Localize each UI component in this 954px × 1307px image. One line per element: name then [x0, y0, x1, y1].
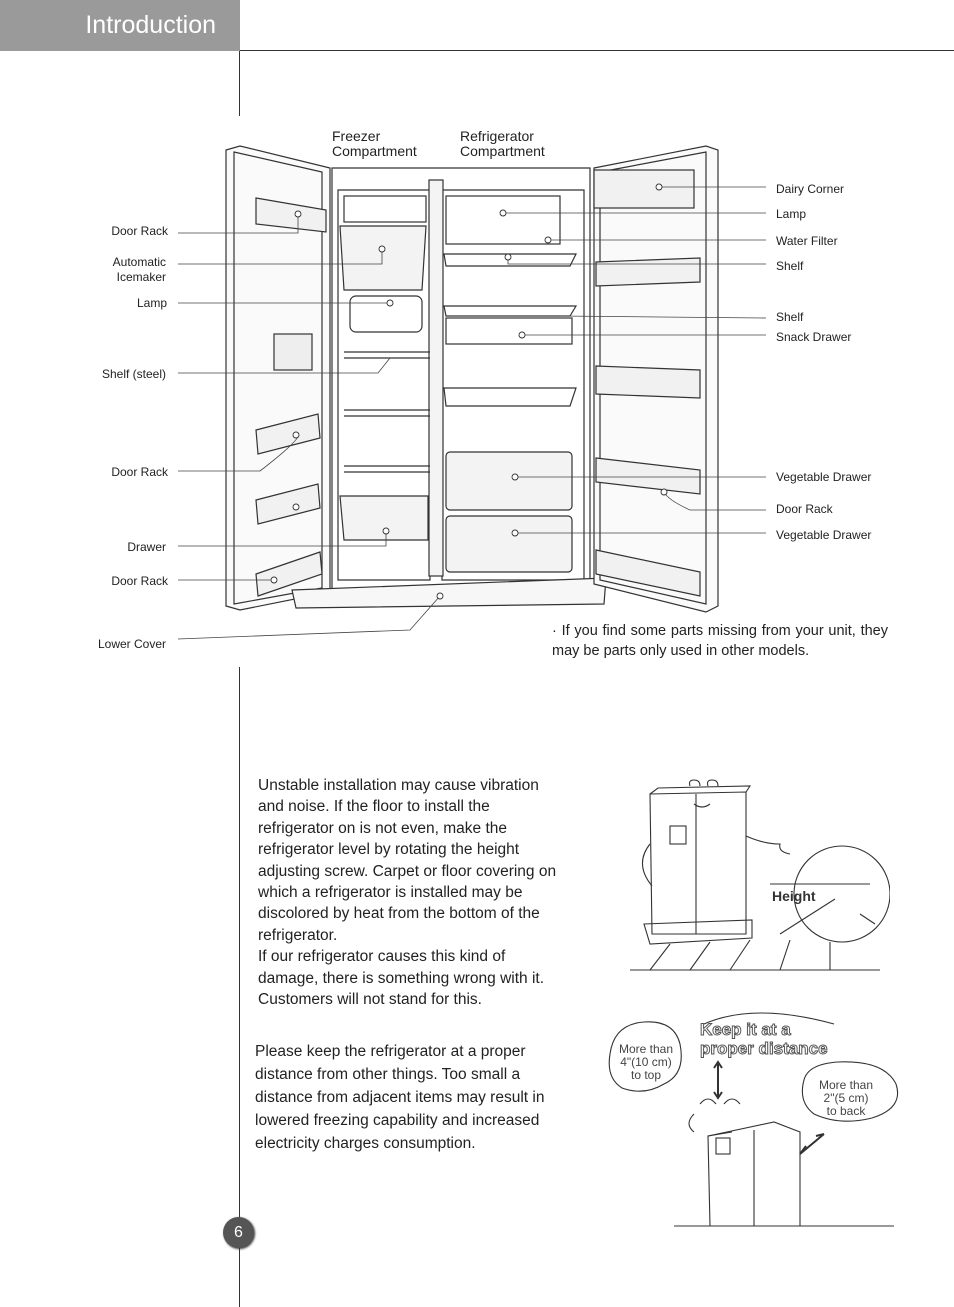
distance-paragraph: Please keep the refrigerator at a proper…: [255, 1043, 545, 1152]
margin-rule-bottom: [239, 667, 240, 1307]
label-automatic-icemaker: Automatic Icemaker: [112, 255, 166, 284]
refrigerator-diagram: [177, 145, 767, 640]
keep-distance-banner: Keep it at a proper distance: [700, 1020, 829, 1059]
label-vegetable-drawer-upper: Vegetable Drawer: [776, 470, 872, 484]
leveling-illustration: [630, 779, 890, 971]
label-door-rack-lower: Door Rack: [111, 574, 168, 588]
section-tab: Introduction: [0, 0, 240, 51]
label-shelf-upper: Shelf: [776, 259, 804, 273]
label-vegetable-drawer-lower: Vegetable Drawer: [776, 528, 872, 542]
header-rule: [240, 50, 954, 51]
label-door-rack-middle: Door Rack: [111, 465, 168, 479]
label-door-rack-right: Door Rack: [776, 502, 833, 516]
label-shelf-steel: Shelf (steel): [101, 367, 166, 381]
section-title: Introduction: [85, 11, 216, 39]
margin-rule-top: [239, 51, 240, 116]
page-number: 6: [223, 1217, 254, 1248]
label-freezer-lamp: Lamp: [136, 296, 167, 310]
label-dairy-corner: Dairy Corner: [776, 182, 845, 196]
label-snack-drawer: Snack Drawer: [776, 330, 852, 344]
label-drawer: Drawer: [127, 540, 166, 554]
label-shelf-lower: Shelf: [776, 310, 804, 324]
distance-illustration: [608, 1012, 899, 1227]
back-clearance-bubble: More than 2"(5 cm) to back: [818, 1078, 874, 1118]
refrigerator-compartment-label: Refrigerator Compartment: [460, 128, 545, 159]
freezer-compartment-label: Freezer Compartment: [332, 128, 417, 159]
label-refrigerator-lamp: Lamp: [776, 207, 807, 221]
label-water-filter: Water Filter: [776, 234, 838, 248]
installation-paragraph: Unstable installation may cause vibratio…: [258, 777, 557, 1009]
top-clearance-bubble: More than 4"(10 cm) to top: [618, 1042, 674, 1082]
missing-parts-note: · If you find some parts missing from yo…: [552, 623, 888, 659]
label-door-rack-upper: Door Rack: [111, 224, 168, 238]
label-lower-cover: Lower Cover: [97, 637, 166, 651]
height-label: Height: [772, 888, 816, 904]
